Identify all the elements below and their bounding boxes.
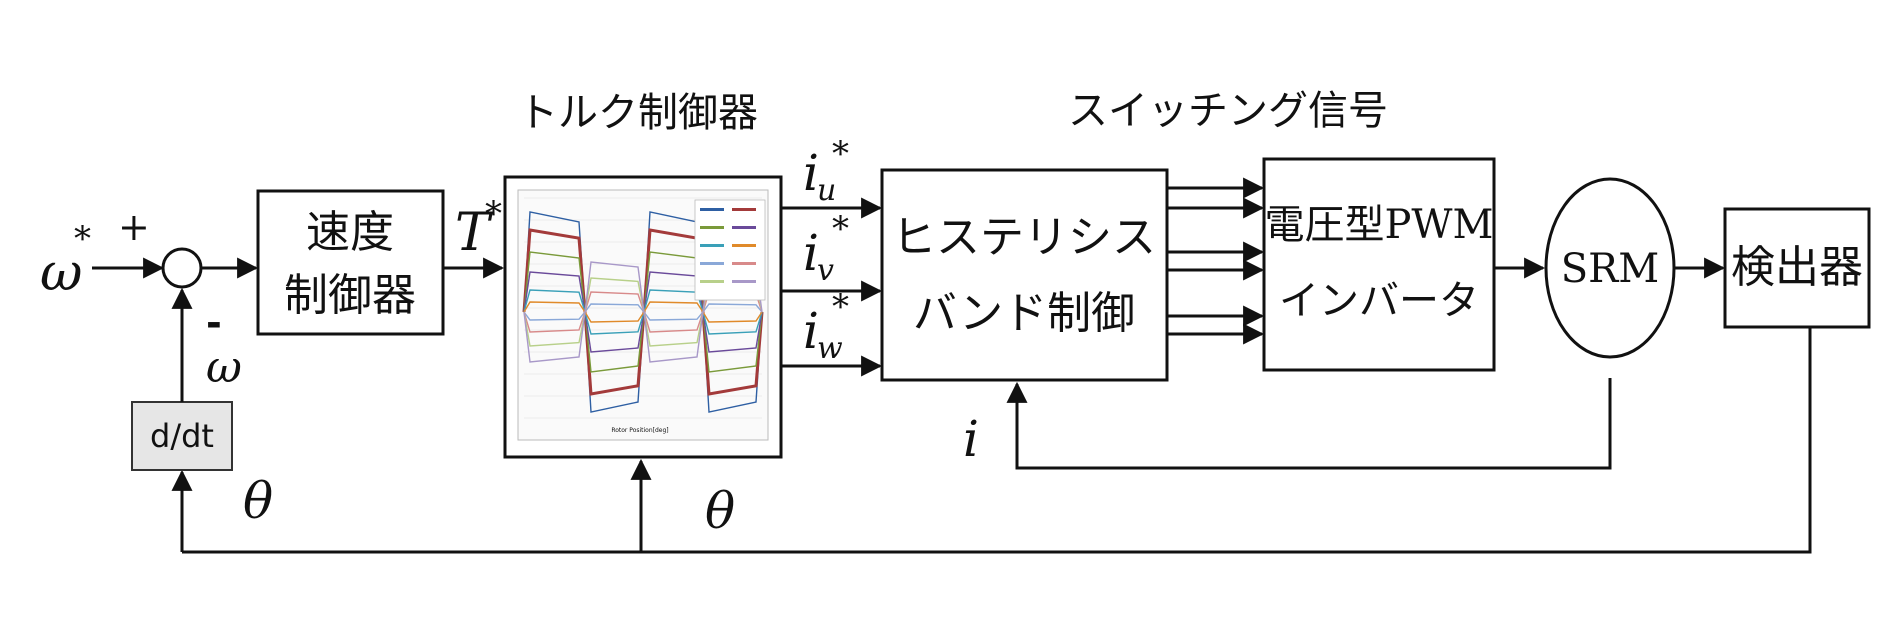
inset-legend-box <box>694 199 766 301</box>
torque-ref-label: T <box>455 203 493 263</box>
detector-label: 検出器 <box>1731 242 1863 293</box>
inset-legend-swatch <box>700 208 724 211</box>
iw-star: * <box>832 287 849 327</box>
omega-feedback-label: ω <box>206 342 242 393</box>
iv-subscript: v <box>817 253 834 288</box>
iw-subscript: w <box>817 331 843 366</box>
iv-label: i <box>803 224 819 282</box>
inverter-line2: インバータ <box>1279 278 1479 324</box>
inset-gridlines <box>524 197 762 419</box>
inset-legend-swatch <box>700 244 724 247</box>
torque-inset-chart: Rotor Position[deg] <box>517 189 769 441</box>
inset-legend-swatches <box>700 208 756 283</box>
detector-block <box>1723 207 1871 329</box>
inset-legend-swatch <box>732 226 756 229</box>
minus-sign: - <box>206 301 222 345</box>
speed-controller-line1: 速度 <box>306 207 394 258</box>
ddt-block <box>131 401 233 471</box>
current-feedback-line <box>1006 378 1612 470</box>
hysteresis-line1: ヒステリシス <box>892 212 1156 263</box>
inset-legend-swatch <box>732 244 756 247</box>
inset-legend-swatch <box>700 280 724 283</box>
current-feedback-label: i <box>963 410 979 468</box>
iw-label: i <box>803 302 819 360</box>
omega-ref-label: ω <box>40 243 82 303</box>
srm-label: SRM <box>1561 246 1659 292</box>
iu-subscript: u <box>817 173 836 208</box>
theta-mid-label: θ <box>705 482 735 540</box>
summing-junction <box>161 247 203 289</box>
iu-label: i <box>803 144 819 202</box>
position-feedback-line <box>182 327 1812 554</box>
switching-signal-label: スイッチング信号 <box>1068 88 1388 134</box>
plus-sign: + <box>118 205 150 249</box>
inset-legend-swatch <box>732 280 756 283</box>
hysteresis-line2: バンド制御 <box>913 288 1135 339</box>
speed-controller-line2: 制御器 <box>284 270 416 321</box>
hysteresis-controller-block <box>880 168 1169 382</box>
iu-star: * <box>832 134 849 174</box>
inverter-block <box>1262 157 1496 372</box>
inset-legend-swatch <box>732 262 756 265</box>
inverter-line1: 電圧型PWM <box>1265 202 1494 248</box>
omega-ref-star: * <box>74 219 91 259</box>
speed-controller-block <box>256 189 445 336</box>
inset-legend-swatch <box>700 262 724 265</box>
iv-star: * <box>832 209 849 249</box>
torque-controller-title: トルク制御器 <box>518 90 758 136</box>
inset-x-axis-label: Rotor Position[deg] <box>611 427 668 434</box>
theta-left-label: θ <box>243 472 273 530</box>
torque-ref-star: * <box>485 194 502 234</box>
inset-legend-swatch <box>700 226 724 229</box>
ddt-label: d/dt <box>150 417 214 455</box>
inset-legend-swatch <box>732 208 756 211</box>
